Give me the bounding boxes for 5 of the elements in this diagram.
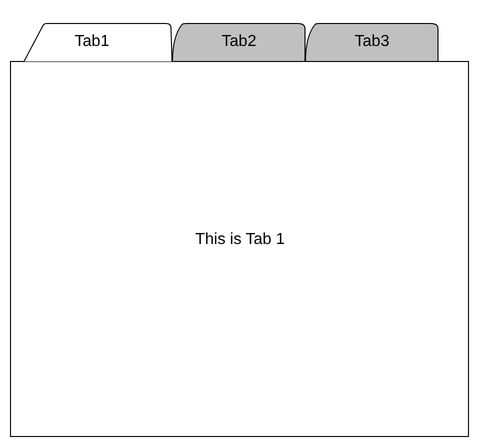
tab-panel — [10, 61, 470, 438]
panel-text: This is Tab 1 — [194, 231, 286, 249]
tab: Tab1 — [10, 23, 174, 62]
tab: Tab3 — [305, 22, 439, 62]
tab: Tab2 — [172, 22, 306, 62]
